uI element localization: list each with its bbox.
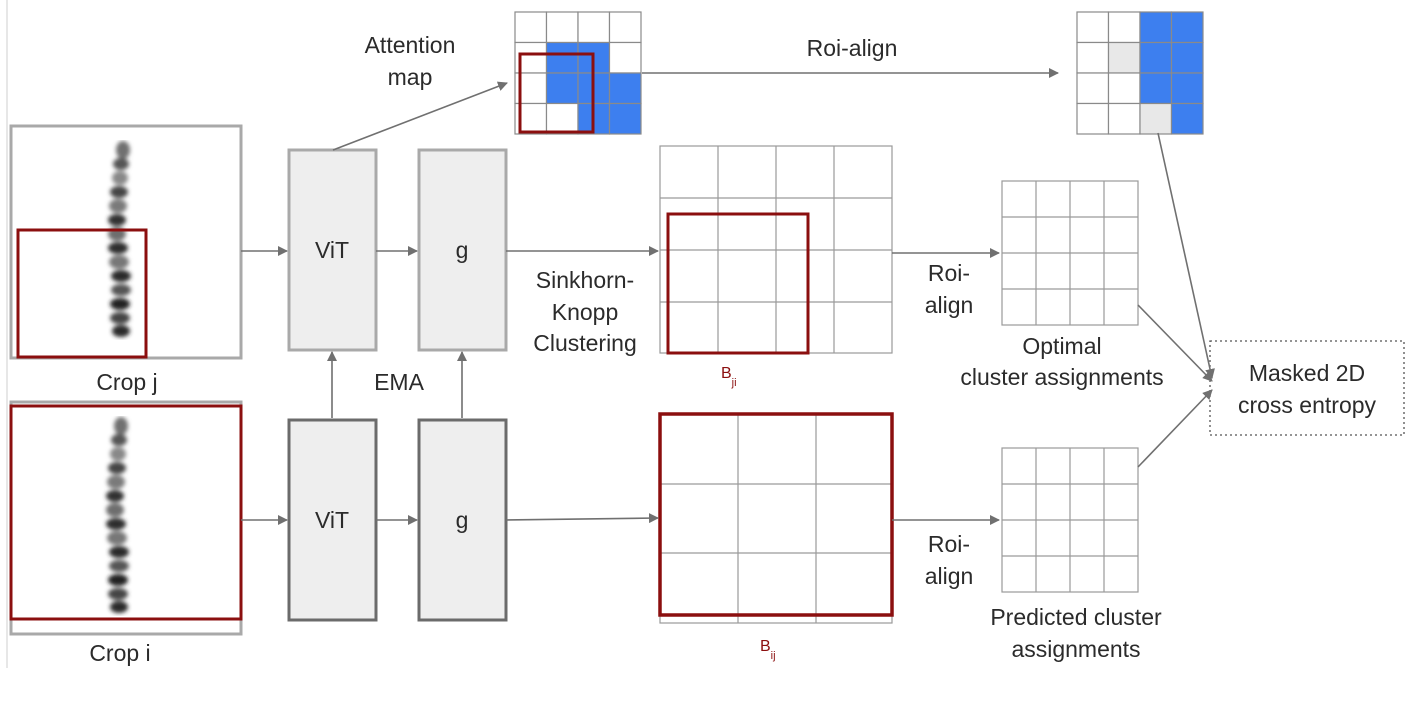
attention-cell [1107, 72, 1141, 105]
roi-align-top-label: Roi-align [807, 35, 898, 61]
attention-cell [1170, 102, 1204, 135]
attention-cell [1170, 11, 1204, 44]
attention-map-label-line1: Attention [365, 32, 456, 58]
attention-cell [1076, 11, 1110, 44]
g-top-box [417, 148, 508, 352]
crop-i-label: Crop i [89, 640, 150, 666]
attention-cell [1139, 102, 1173, 135]
attention-cell [608, 41, 642, 74]
sinkhorn-grid [659, 145, 893, 355]
attention-cell [577, 11, 611, 44]
ema-label: EMA [374, 369, 425, 395]
aligned-attention-map-grid [1076, 11, 1204, 135]
predicted-feature-grid [658, 412, 894, 624]
sinkhorn-label-line2: Knopp [552, 299, 619, 325]
attention-cell [608, 102, 642, 135]
attention-cell [1170, 72, 1204, 105]
attention-map-grid [514, 11, 642, 135]
predicted-label-line2: assignments [1011, 636, 1140, 662]
attention-cell [1076, 41, 1110, 74]
optimal-label-line2: cluster assignments [960, 364, 1163, 390]
loss-box [1209, 340, 1405, 436]
arrow-predicted-to-loss [1137, 389, 1213, 468]
crop-j-overlap-box [16, 228, 148, 359]
attention-cell [608, 72, 642, 105]
attention-cell [1139, 72, 1173, 105]
crop-j-label: Crop j [96, 369, 157, 395]
vit-top-box [287, 148, 378, 352]
vit-top-label: ViT [315, 237, 349, 263]
attention-cell [1076, 72, 1110, 105]
attention-cell [1107, 41, 1141, 74]
attention-cell [545, 11, 579, 44]
attention-cell [608, 11, 642, 44]
roi-align-bot-line1: Roi- [928, 531, 970, 557]
crop-i-panel [9, 400, 243, 636]
attention-cell [1107, 11, 1141, 44]
loss-label-line2: cross entropy [1238, 392, 1377, 418]
crop-i-frame [9, 400, 243, 636]
attention-crop-box [518, 52, 595, 134]
attention-cell [1107, 102, 1141, 135]
attention-cell [545, 41, 579, 74]
crop-j-panel [9, 124, 243, 360]
attention-cell [514, 11, 548, 44]
g-top-label: g [456, 237, 469, 263]
attention-cell [545, 102, 579, 135]
optimal-assignment-grid [1001, 180, 1139, 326]
vit-bottom-label: ViT [315, 507, 349, 533]
sinkhorn-label-line3: Clustering [533, 330, 637, 356]
attention-map-label-line2: map [388, 64, 433, 90]
arrow-mask-to-loss [1157, 132, 1215, 379]
predicted-label-line1: Predicted cluster [990, 604, 1162, 630]
arrow-vit-to-attention [332, 81, 508, 151]
roi-align-mid-line1: Roi- [928, 260, 970, 286]
b-ji-label: Bji [721, 365, 737, 389]
roi-align-bot-line2: align [925, 563, 974, 589]
roi-align-mid-line2: align [925, 292, 974, 318]
b-ij-region [658, 412, 894, 617]
attention-cell [1139, 41, 1173, 74]
arrow-optimal-to-loss [1137, 304, 1213, 382]
attention-cell [1139, 11, 1173, 44]
predicted-assignment-grid [1001, 447, 1139, 593]
optimal-label-line1: Optimal [1022, 333, 1101, 359]
crop-i-overlap-box [9, 404, 243, 621]
b-ji-region [666, 212, 810, 355]
attention-cell [1076, 102, 1110, 135]
flow-arrows [241, 68, 1215, 525]
attention-cell [545, 72, 579, 105]
attention-cell [1170, 41, 1204, 74]
g-bottom-label: g [456, 507, 469, 533]
loss-label-line1: Masked 2D [1249, 360, 1365, 386]
arrow-g-to-grid-bottom [505, 513, 659, 524]
sinkhorn-label-line1: Sinkhorn- [536, 267, 634, 293]
b-ij-label: Bij [760, 638, 776, 662]
